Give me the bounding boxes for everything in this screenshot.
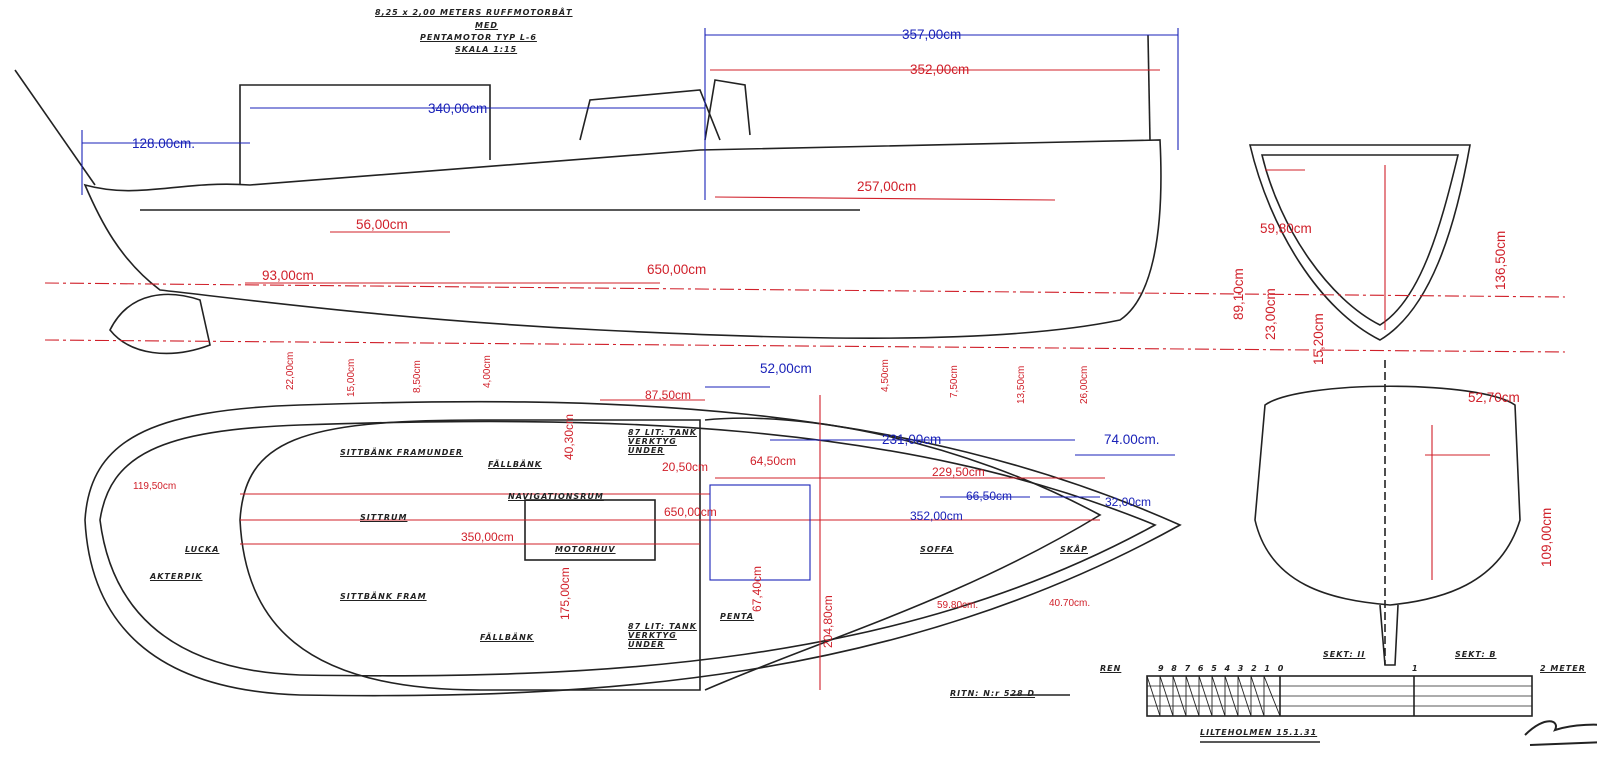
room-label: FÄLLBÄNK [480, 633, 535, 642]
scale-tick-label: 5 [1211, 664, 1218, 673]
section-top-inner [1260, 154, 1460, 326]
dim-350: 350,00cm [461, 530, 514, 544]
dim-257: 257,00cm [857, 179, 917, 194]
room-label: SKÅP [1060, 545, 1089, 554]
mast [1147, 34, 1151, 141]
room-label: NAVIGATIONSRUM [508, 492, 604, 501]
section-label-a: SEKT: II [1323, 650, 1366, 659]
room-label: SITTRUM [360, 513, 408, 522]
section-bottom-outline [1254, 385, 1521, 606]
dim-175: 175,00cm [558, 567, 572, 620]
plan-hull-outline [84, 400, 1182, 697]
scale-start: REN [1100, 664, 1122, 673]
plan-inner-outline [99, 420, 1157, 677]
room-label: PENTA [720, 612, 755, 621]
dim-128: 128.00cm. [132, 136, 196, 151]
dim-109: 109,00cm [1539, 507, 1554, 567]
section-label-b: SEKT: B [1455, 650, 1497, 659]
dim-650-plan: 650,00cm [664, 505, 717, 519]
dim-22: 22,00cm [285, 351, 296, 390]
dim-340: 340,00cm [428, 101, 488, 116]
dim-32: 32,00cm [1105, 495, 1152, 509]
drawing-number: RITN: N:r 528 D [950, 689, 1036, 698]
scale-tick-label: 8 [1171, 664, 1178, 673]
dim-59-80-plan: 59.80cm. [937, 600, 979, 611]
dim-15-20: 15,20cm [1311, 313, 1326, 365]
dim-26: 26,00cm [1079, 365, 1090, 404]
scale-tick-label: 0 [1277, 664, 1285, 673]
dim-4-50: 4,50cm [880, 359, 891, 392]
dim-7-50: 7,50cm [949, 365, 960, 398]
dim-52-70: 52,70cm [1468, 390, 1520, 405]
bow-pole [14, 69, 96, 186]
dim-87-50: 87,50cm [645, 388, 692, 402]
dim-89-10: 89,10cm [1231, 268, 1246, 320]
section-top-outline [1248, 144, 1471, 341]
room-label: 87 LIT: TANK VERKTYG UNDER [628, 622, 697, 649]
room-label: AKTERPIK [150, 572, 203, 581]
room-label: MOTORHUV [555, 545, 616, 554]
dim-52: 52,00cm [760, 361, 812, 376]
dim-66-50: 66,50cm [966, 489, 1013, 503]
dim-40-30: 40,30cm [562, 413, 576, 460]
title-line-3: PENTAMOTOR TYP L-6 [420, 33, 537, 42]
dim-15: 15,00cm [346, 358, 357, 397]
dim-67-40: 67,40cm [750, 565, 764, 612]
side-windscreen [704, 79, 751, 141]
dim-20-50: 20,50cm [662, 460, 709, 474]
plan-engine-box [524, 499, 656, 561]
dim-650-side: 650,00cm [647, 262, 707, 277]
room-label: FÄLLBÄNK [488, 460, 543, 469]
dim-23: 23,00cm [1263, 288, 1278, 340]
room-label: SOFFA [920, 545, 954, 554]
scale-tick-label: 9 [1158, 664, 1165, 673]
plan-cabin [704, 417, 1102, 691]
dim-352: 352,00cm [910, 62, 970, 77]
scale-tick-label: 3 [1237, 664, 1245, 673]
place-date: LILTEHOLMEN 15.1.31 [1200, 728, 1318, 737]
scale-tick-label: 6 [1197, 664, 1205, 673]
dim-357: 357,00cm [902, 27, 962, 42]
side-hull-outline [83, 139, 1162, 339]
plan-cockpit [239, 419, 701, 691]
dim-74: 74.00cm. [1104, 432, 1160, 447]
dim-136-50: 136,50cm [1493, 230, 1508, 290]
dim-64-50: 64,50cm [750, 454, 797, 468]
dim-229-50: 229,50cm [932, 465, 985, 479]
dim-119-50: 119,50cm [133, 481, 177, 492]
dim-231: 231,00cm [882, 432, 942, 447]
room-label: LUCKA [185, 545, 220, 554]
scale-tick-label: 1 [1412, 664, 1419, 673]
title-line-1: 8,25 x 2,00 METERS RUFFMOTORBÅT [375, 8, 573, 17]
title-line-4: SKALA 1:15 [455, 45, 518, 54]
scale-tick-label: 1 [1264, 664, 1271, 673]
dim-8-50: 8,50cm [412, 360, 423, 393]
room-label: 87 LIT: TANK VERKTYG UNDER [628, 428, 697, 455]
dim-204-80: 204,80cm [821, 595, 835, 648]
dim-56: 56,00cm [356, 217, 408, 232]
scale-tick-label: 2 [1251, 664, 1258, 673]
title-line-2: MED [475, 21, 499, 30]
signature [1524, 720, 1597, 746]
room-label: SITTBÄNK FRAM [340, 592, 427, 601]
side-deckhouse [239, 84, 721, 185]
section-bottom-keel [1379, 604, 1399, 666]
room-label: SITTBÄNK FRAMUNDER [340, 448, 464, 457]
dim-59-80-section: 59,80cm [1260, 221, 1312, 236]
scale-tick-label: 4 [1224, 664, 1232, 673]
dim-4: 4,00cm [482, 355, 493, 388]
dim-93: 93,00cm [262, 268, 314, 283]
dim-352-plan: 352,00cm [910, 509, 963, 523]
scale-end: 2 METER [1540, 664, 1586, 673]
dim-13-50: 13,50cm [1016, 365, 1027, 404]
propeller [109, 293, 211, 355]
dim-40-70: 40.70cm. [1049, 598, 1091, 609]
scale-tick-label: 7 [1184, 664, 1192, 673]
